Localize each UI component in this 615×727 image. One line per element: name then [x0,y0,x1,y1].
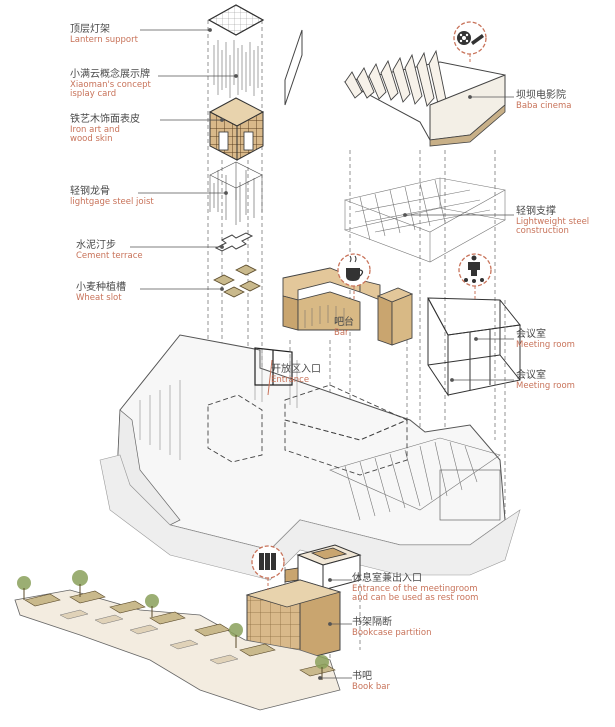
steel-construction-en2: construction [516,226,569,237]
light-steel-frame [343,177,506,263]
label-iron-wood: 铁艺木饰面表皮 Iron art and wood skin [70,114,140,145]
main-floor-plan [99,334,521,581]
entrance-arrow [267,359,273,396]
open-entrance-zh: 开放区入口 [271,364,321,375]
terrace-trees [17,570,329,680]
concept-card-en1: Xiaoman's concept [70,79,151,90]
meeting-room-2-zh: 会议室 [516,370,546,381]
book-bar-terrace [14,570,341,711]
bookcase-en: Bookcase partition [352,627,432,638]
entrance-frame [254,347,293,386]
steel-joist-en: lightgage steel joist [70,196,154,207]
cement-terrace-en: Cement terrace [76,250,143,261]
rest-entrance-en2: and can be used as rest room [352,593,479,604]
iron-wood-en1: Iron art and [70,124,120,135]
lantern-support-frame [207,4,265,36]
label-meeting-room-1: 会议室 Meeting room [516,329,575,350]
bar-en: Bar [334,327,349,338]
lantern-support-zh: 顶层灯架 [70,24,110,35]
book-bar-en: Book bar [352,681,390,692]
coffee-cup-icon [337,253,371,300]
bookcase-zh: 书架隔断 [352,617,392,628]
cinema-zh: 坝坝电影院 [516,90,566,101]
label-rest-entrance: 休息室兼出入口 Entrance of the meetingroom and … [352,573,478,604]
concept-card-panel [284,29,303,106]
book-bar-zh: 书吧 [352,671,372,682]
label-open-entrance: 开放区入口 Entrance [271,364,321,385]
iron-wood-en2: wood skin [70,134,113,145]
meeting-room-2-en: Meeting room [516,380,575,391]
iron-wood-zh: 铁艺木饰面表皮 [70,114,140,125]
label-cinema: 坝坝电影院 Baba cinema [516,90,572,111]
books-icon [251,545,285,590]
cement-terrace-zh: 水泥汀步 [76,240,116,251]
rest-entrance-zh: 休息室兼出入口 [352,573,422,584]
wheat-slot-en: Wheat slot [76,292,122,303]
rest-entrance-en1: Entrance of the meetingroom [352,583,478,594]
label-bar: 吧台 Bar [334,317,354,338]
label-book-bar: 书吧 Book bar [352,671,390,692]
label-wheat-slot: 小麦种植槽 Wheat slot [76,282,126,303]
concept-card-zh: 小满云概念展示牌 [70,69,150,80]
steel-construction-zh: 轻钢支撑 [516,206,556,217]
steel-joist-lines [209,161,263,225]
steel-construction-en1: Lightweight steel [516,216,590,227]
iron-wood-skin-box [208,97,265,161]
label-steel-joist: 轻钢龙骨 lightgage steel joist [70,186,154,207]
label-bookcase: 书架隔断 Bookcase partition [352,617,431,638]
concept-display-rods [213,40,259,98]
cinema-en: Baba cinema [516,100,572,111]
label-concept-card: 小满云概念展示牌 Xiaoman's concept isplay card [70,69,151,100]
open-entrance-en: Entrance [271,374,310,385]
meeting-speaker-icon [458,253,492,300]
leader-lines [130,28,514,680]
cinema-roof [343,49,506,147]
bar-zh: 吧台 [334,317,354,328]
label-meeting-room-2: 会议室 Meeting room [516,370,575,391]
film-reel-icon [453,21,487,62]
wheat-slot-planters [213,264,261,298]
label-cement-terrace: 水泥汀步 Cement terrace [76,240,143,261]
meeting-room-box [427,297,521,397]
label-steel-construction: 轻钢支撑 Lightweight steel construction [516,206,589,237]
wheat-slot-zh: 小麦种植槽 [76,282,126,293]
dashed-footprints [207,384,409,476]
steel-joist-zh: 轻钢龙骨 [70,186,110,197]
cement-terrace-shape [214,232,254,252]
meeting-room-1-zh: 会议室 [516,329,546,340]
label-lantern-support: 顶层灯架 Lantern support [70,24,138,45]
concept-card-en2: isplay card [70,89,117,100]
lantern-support-en: Lantern support [70,34,138,45]
meeting-room-1-en: Meeting room [516,339,575,350]
